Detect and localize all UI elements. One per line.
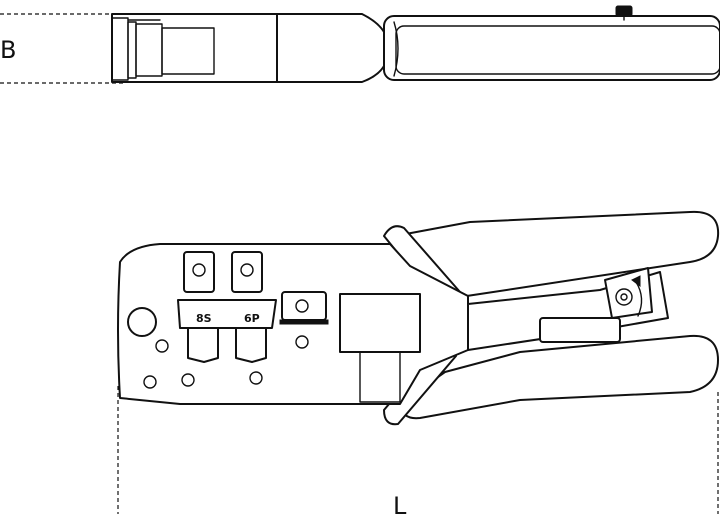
return-spring-housing <box>539 317 621 343</box>
dimension-b-label: B <box>0 36 16 64</box>
clamp-screw <box>295 299 309 313</box>
upper-handle <box>394 210 720 301</box>
top-view: B <box>0 5 720 84</box>
pivot-hole-large <box>127 307 157 337</box>
top-handle <box>383 15 720 81</box>
clamp-adjust-screw <box>295 335 309 349</box>
die-label-6p: 6P <box>244 312 260 325</box>
hole-small-1 <box>155 339 169 353</box>
clamp-block <box>281 291 327 321</box>
cutter-guide <box>359 351 401 403</box>
dimension-l: L <box>117 386 719 520</box>
crimp-die-8s <box>187 327 219 363</box>
top-head-body <box>111 13 278 83</box>
top-handle-grip-edge <box>393 21 399 77</box>
top-adjust-knob <box>615 5 633 17</box>
release-arrowhead-icon <box>631 275 641 287</box>
ratchet-plate <box>604 267 653 319</box>
die-seat-screw-8s <box>192 263 206 277</box>
ratchet-pivot-outer <box>615 288 633 306</box>
cutter-blade-block <box>339 293 421 353</box>
die-label-8s: 8S <box>196 312 212 325</box>
top-head-die-block <box>161 27 215 75</box>
crimp-die-6p <box>235 327 267 363</box>
die-plate <box>177 299 277 329</box>
hole-small-4 <box>249 371 263 385</box>
dimension-l-label: L <box>393 492 407 520</box>
die-seat-tab-6p <box>231 251 263 293</box>
die-seat-screw-6p <box>240 263 254 277</box>
ratchet-pivot-inner <box>620 293 628 301</box>
clamp-rail <box>279 319 329 325</box>
side-view: 8S 6P <box>117 210 720 426</box>
top-handle-inner <box>395 25 720 75</box>
top-neck <box>276 13 385 83</box>
die-seat-tab-8s <box>183 251 215 293</box>
hole-small-3 <box>181 373 195 387</box>
hole-small-2 <box>143 375 157 389</box>
